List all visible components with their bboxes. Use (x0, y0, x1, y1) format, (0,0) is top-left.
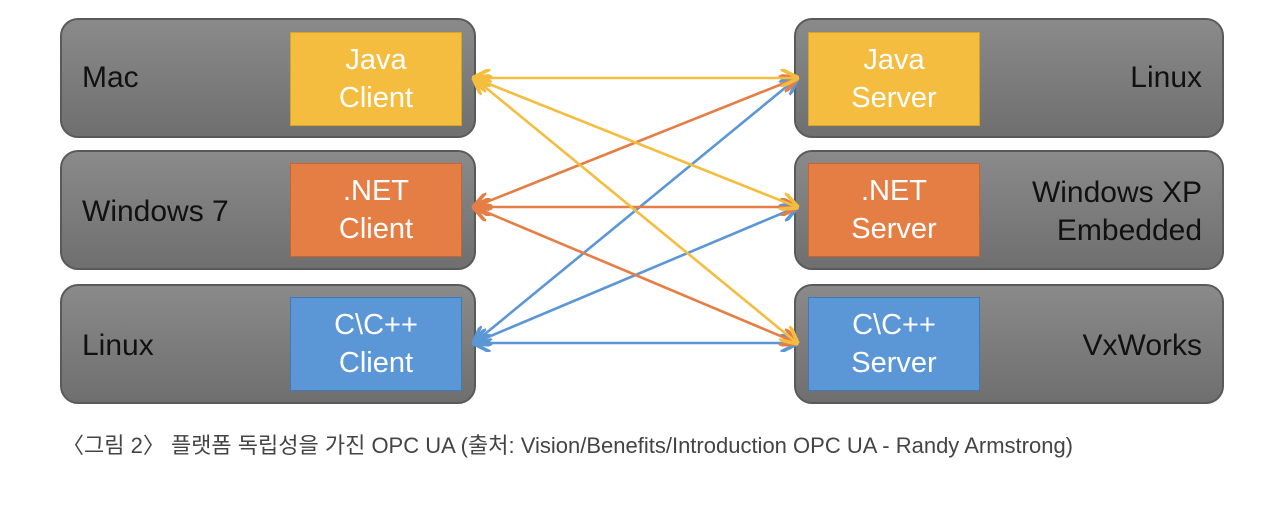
arrow-java-client-to-cpp-server (474, 78, 797, 343)
cpp-client-box: C\C++ Client (290, 297, 462, 391)
net-server-line1: .NET (860, 175, 928, 207)
java-server-line2: Server (851, 82, 937, 114)
figure-caption: 〈그림 2〉 플랫폼 독립성을 가진 OPC UA (출처: Vision/Be… (62, 433, 1074, 458)
arrow-layer (474, 78, 797, 343)
platform-label-vxworks-line1: VxWorks (1082, 329, 1202, 362)
platform-label-vxworks: VxWorks (1083, 328, 1202, 364)
platform-label-linux: Linux (82, 329, 154, 362)
java-client-line1: Java (345, 44, 407, 76)
java-server-line1: Java (863, 44, 925, 76)
net-client-box: .NET Client (290, 163, 462, 257)
java-client-box: Java Client (290, 32, 462, 126)
net-server-box: .NET Server (808, 163, 980, 257)
java-client-line2: Client (338, 82, 414, 114)
platform-label-mac: Mac (82, 61, 139, 94)
net-client-line1: .NET (342, 175, 410, 207)
cpp-server-box: C\C++ Server (808, 297, 980, 391)
platform-label-windowsxp-line1: Windows XP (1031, 176, 1202, 209)
java-server-box: Java Server (808, 32, 980, 126)
cpp-client-line1: C\C++ (334, 309, 418, 341)
platform-label-windowsxp-line2: Embedded (1056, 214, 1202, 247)
platform-label-windows7: Windows 7 (82, 195, 229, 228)
platform-label-right-linux: Linux (1130, 60, 1202, 96)
platform-label-windowsxp: Windows XP Embedded (1032, 174, 1202, 250)
net-client-line2: Client (338, 213, 414, 245)
platform-label-right-linux-line1: Linux (1130, 61, 1202, 94)
cpp-client-line2: Client (338, 347, 414, 379)
cpp-server-line1: C\C++ (852, 309, 936, 341)
cpp-server-line2: Server (851, 347, 937, 379)
net-server-line2: Server (851, 213, 937, 245)
